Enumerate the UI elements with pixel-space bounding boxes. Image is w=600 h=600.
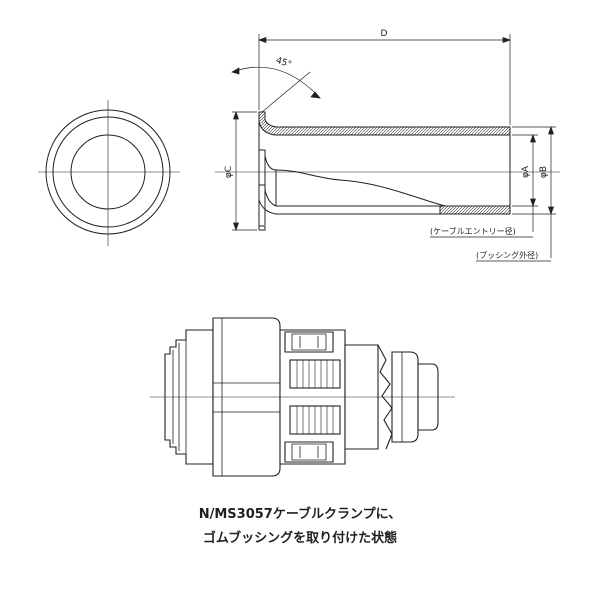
dimension-a-label: φA	[521, 165, 531, 178]
dimension-b-label: φB	[539, 166, 549, 178]
dimension-a: φA	[512, 133, 538, 232]
angle-dimension: 45°	[231, 56, 321, 113]
lower-wall-profile	[259, 149, 277, 171]
dimension-d: D	[257, 29, 512, 125]
caption-line-1: N/MS3057ケーブルクランプに、	[198, 507, 402, 522]
cable-entry-note: (ケーブルエントリー径)	[430, 226, 533, 238]
assembly-break-line	[377, 344, 393, 450]
end-view	[38, 100, 180, 246]
flange-plate	[258, 112, 266, 230]
break-line	[275, 169, 446, 207]
dimension-c: φC	[224, 110, 257, 232]
lower-flange	[258, 184, 441, 215]
bushing-side-view	[215, 111, 560, 231]
dimension-d-label: D	[381, 29, 388, 39]
lower-wall-section	[439, 205, 511, 215]
cable-entry-note-text: (ケーブルエントリー径)	[430, 226, 516, 236]
caption-line-2: ゴムブッシングを取り付けた状態	[202, 531, 398, 546]
upper-wall-section	[258, 111, 511, 136]
clamp-screw-bottom	[284, 441, 334, 463]
angle-label: 45°	[274, 56, 292, 70]
assembly-drawing	[150, 317, 455, 477]
dimension-b: φB	[512, 125, 556, 258]
bushing-od-note: (ブッシング外径)	[476, 250, 551, 262]
dimension-c-label: φC	[224, 166, 234, 178]
bushing-od-note-text: (ブッシング外径)	[476, 250, 538, 260]
clamp-screw-top	[284, 331, 334, 353]
